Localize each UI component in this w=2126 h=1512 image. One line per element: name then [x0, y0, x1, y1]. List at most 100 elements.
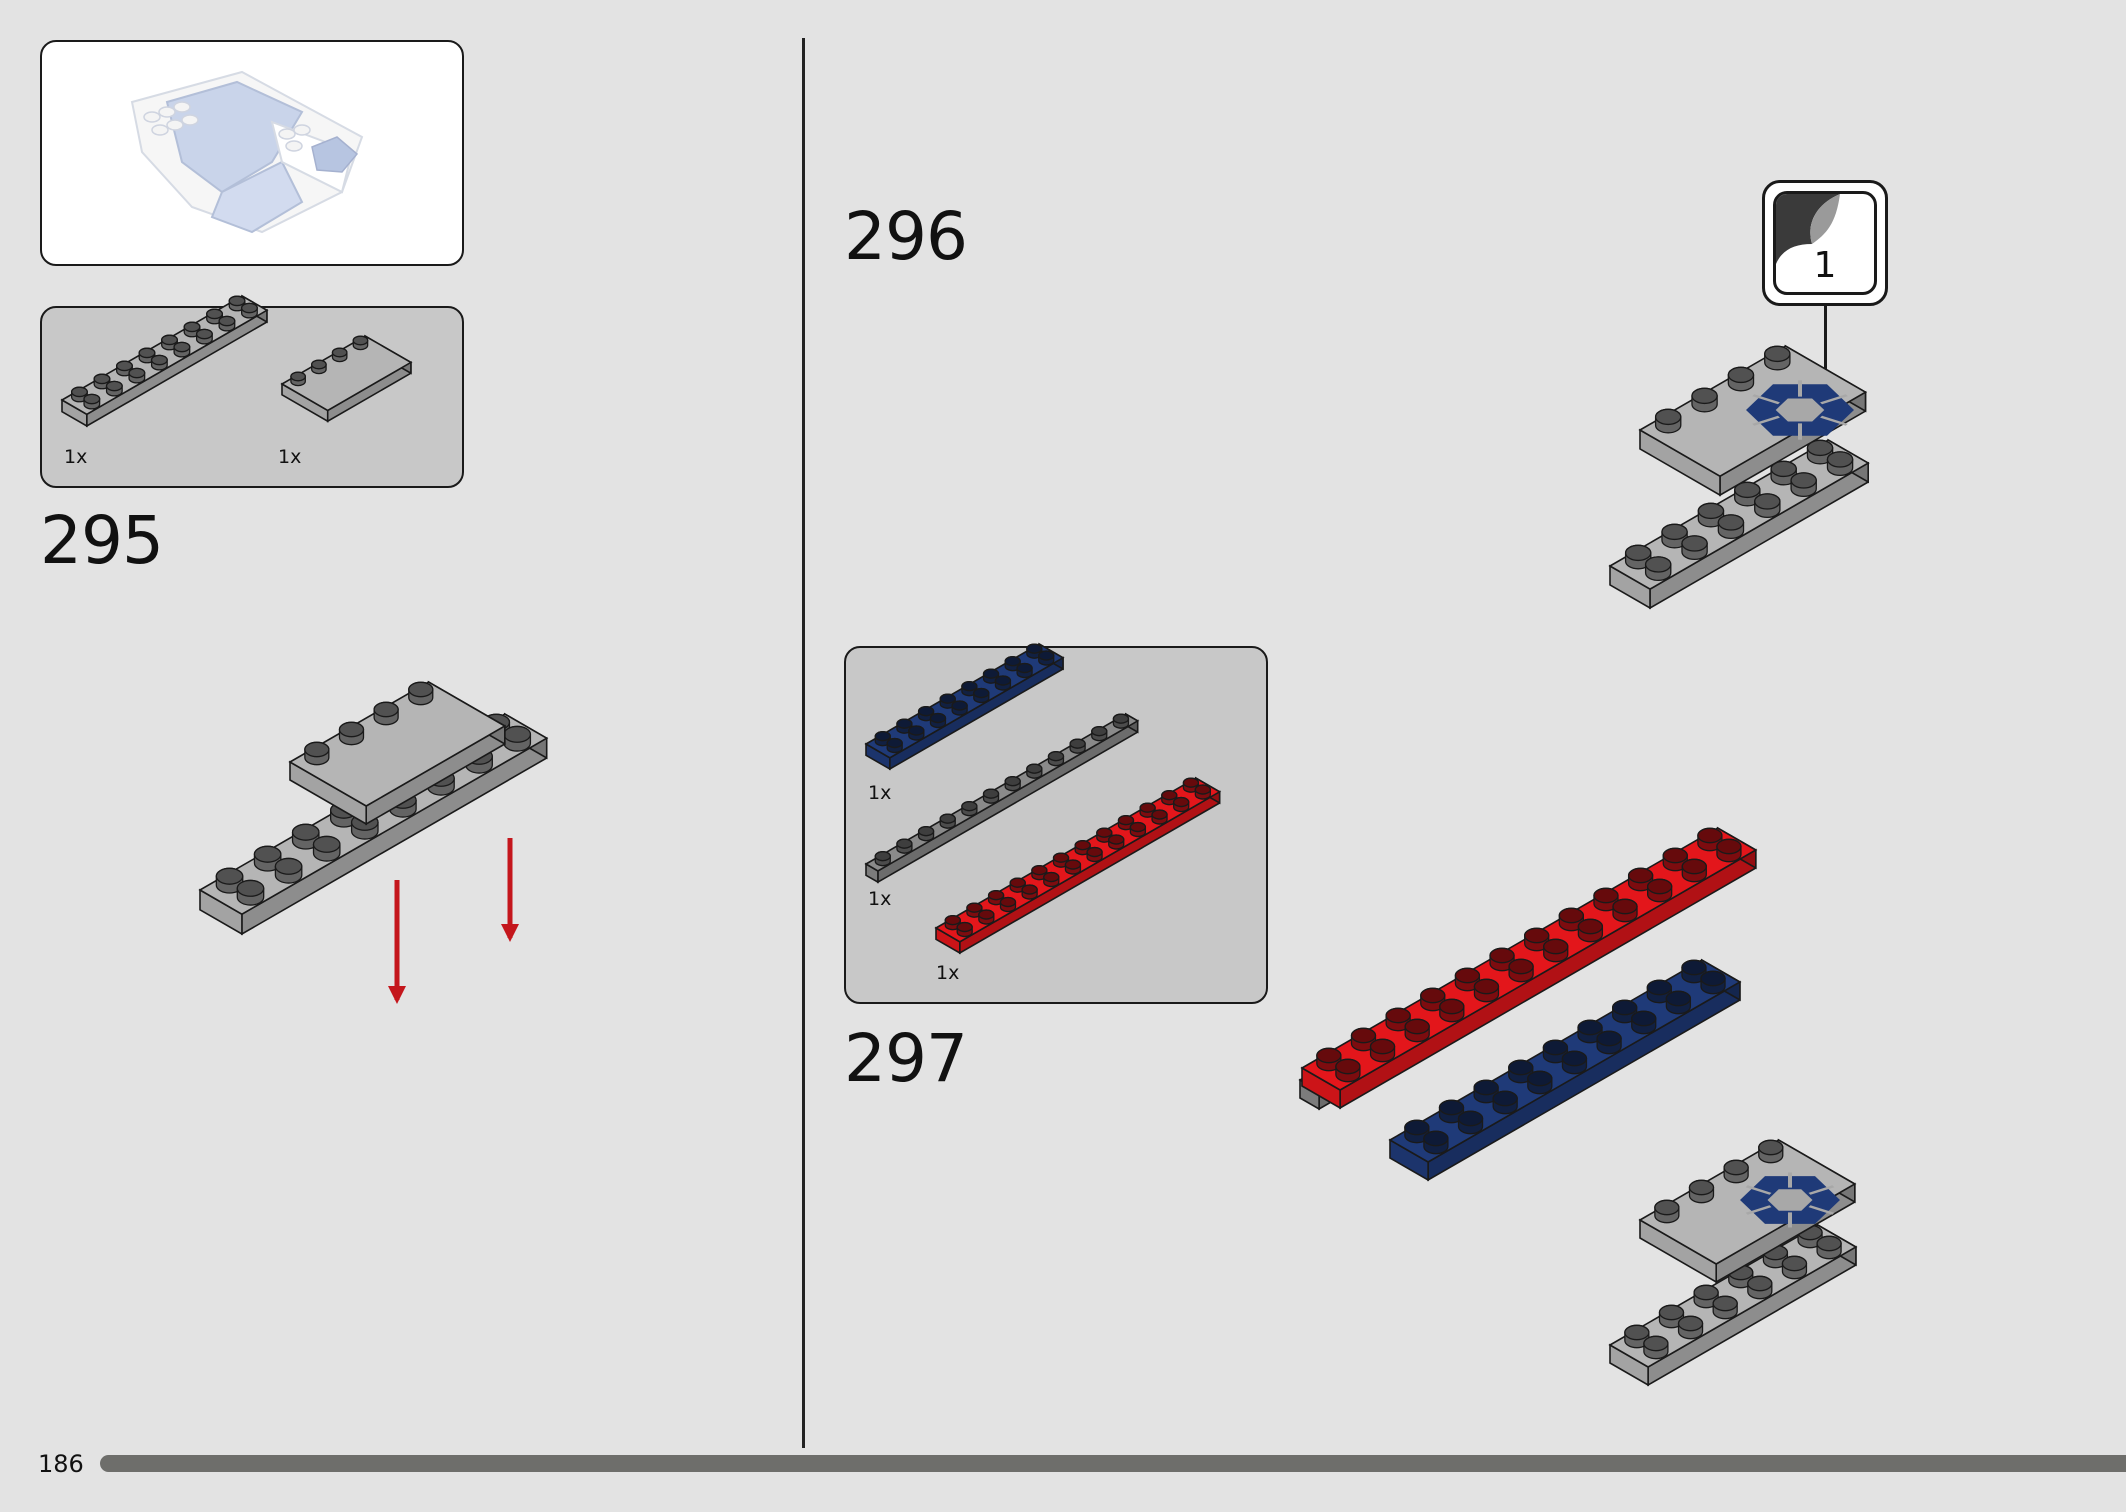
stud-top [1473, 1079, 1499, 1096]
stud-top [1064, 859, 1082, 870]
stud-top [982, 788, 1000, 799]
stud-top [1423, 1130, 1449, 1147]
step-297-illustration [1298, 826, 1858, 1387]
arrow-head [388, 986, 406, 1004]
stud-top [982, 668, 1000, 679]
stud-top [874, 731, 891, 742]
stud-top [944, 915, 961, 926]
stud-top [290, 371, 306, 382]
stud-top [1681, 858, 1707, 875]
stud-top [1677, 1315, 1704, 1332]
stud-top [1643, 1335, 1669, 1352]
stud-top [1524, 927, 1550, 944]
stud-top [1527, 1070, 1553, 1087]
grey-plate-2x6 [1608, 438, 1870, 610]
part-plate-2x8 [60, 294, 269, 428]
stud-top [987, 890, 1005, 901]
stud-top [1457, 1110, 1484, 1127]
page-number: 186 [38, 1450, 84, 1478]
stud-top [929, 712, 947, 724]
stud-top [1612, 898, 1638, 915]
progress-bar [100, 1455, 2126, 1472]
stud-top [1173, 796, 1190, 808]
stud-top [1350, 1027, 1377, 1044]
stud-top [1404, 1018, 1430, 1035]
stud-top [951, 700, 968, 711]
stud-top [973, 687, 990, 699]
blue-emblem-icon [1740, 1172, 1840, 1228]
part-plate-2x8-blue [864, 642, 1065, 771]
sticker-callout-icon: 1 [1773, 191, 1877, 295]
stud-top [1086, 846, 1103, 858]
stud-top [1654, 408, 1682, 426]
stud-top [352, 335, 369, 346]
stud-top [1826, 451, 1854, 468]
stud-top [1182, 777, 1200, 788]
stud-top [1016, 662, 1033, 674]
stud-top [1369, 1038, 1396, 1055]
stud-top [1700, 970, 1726, 987]
stud-top [1021, 884, 1038, 895]
stud-top [128, 367, 146, 379]
stud-top [1627, 867, 1654, 884]
part-quantity: 1x [278, 446, 302, 468]
stud-top [1577, 918, 1604, 935]
stud-top [304, 741, 330, 758]
stud-top [961, 681, 978, 692]
stud-top [1043, 871, 1060, 883]
stud-top [150, 354, 168, 366]
stud-top [1047, 751, 1065, 762]
part-plate-2x12-red [934, 776, 1222, 955]
stud-top [1151, 809, 1168, 820]
stud-top [1420, 987, 1446, 1004]
blue-plate-2x8 [1388, 958, 1742, 1182]
stud-top [956, 921, 973, 933]
stud-top [183, 321, 201, 333]
stud-top [1727, 366, 1755, 384]
stud-top [1758, 1139, 1784, 1156]
stud-top [1508, 1059, 1534, 1076]
partial-model-preview [130, 70, 364, 234]
step-number: 296 [844, 198, 968, 275]
stud-top [408, 681, 434, 698]
stud-top [1790, 472, 1817, 489]
stud-top [1117, 815, 1135, 826]
stud-top [1612, 999, 1638, 1016]
stud-top [1691, 387, 1718, 405]
stud-top [503, 725, 532, 743]
stud-top [1074, 840, 1091, 851]
stud-top [874, 851, 891, 862]
stud-top [1816, 1235, 1842, 1252]
stud-top [70, 386, 88, 398]
stud-top [1596, 1030, 1622, 1047]
stud-top [83, 393, 101, 405]
stud-top [1009, 877, 1026, 888]
stud-top [1716, 838, 1742, 855]
stud-top [1781, 1255, 1808, 1272]
stud-top [1438, 1099, 1465, 1116]
tile-4x4-with-studs [288, 680, 507, 826]
stud-top [961, 801, 978, 812]
stud-top [1631, 1010, 1657, 1027]
stud-top [1161, 790, 1178, 801]
stud-top [1096, 827, 1113, 838]
stud-top [1112, 713, 1130, 724]
parts-list-panel-step-297: 1x 1x 1x [844, 642, 1268, 1004]
stud-top [1038, 650, 1055, 661]
step-296-illustration [1608, 344, 1870, 610]
stud-top [908, 725, 925, 736]
stud-top [173, 341, 191, 353]
stud-top [1508, 958, 1534, 975]
stud-top [1004, 656, 1021, 667]
parts-295-illustration [60, 294, 413, 428]
stud-top [253, 845, 282, 863]
stud-top [215, 867, 244, 885]
stud-top [1577, 1019, 1603, 1036]
part-quantity: 1x [936, 962, 960, 984]
stud-top [1764, 345, 1791, 363]
stud-top [195, 328, 213, 340]
stud-top [978, 909, 995, 920]
stud-top [966, 902, 983, 913]
stud-top [236, 879, 265, 897]
stud-top [1712, 1295, 1738, 1312]
